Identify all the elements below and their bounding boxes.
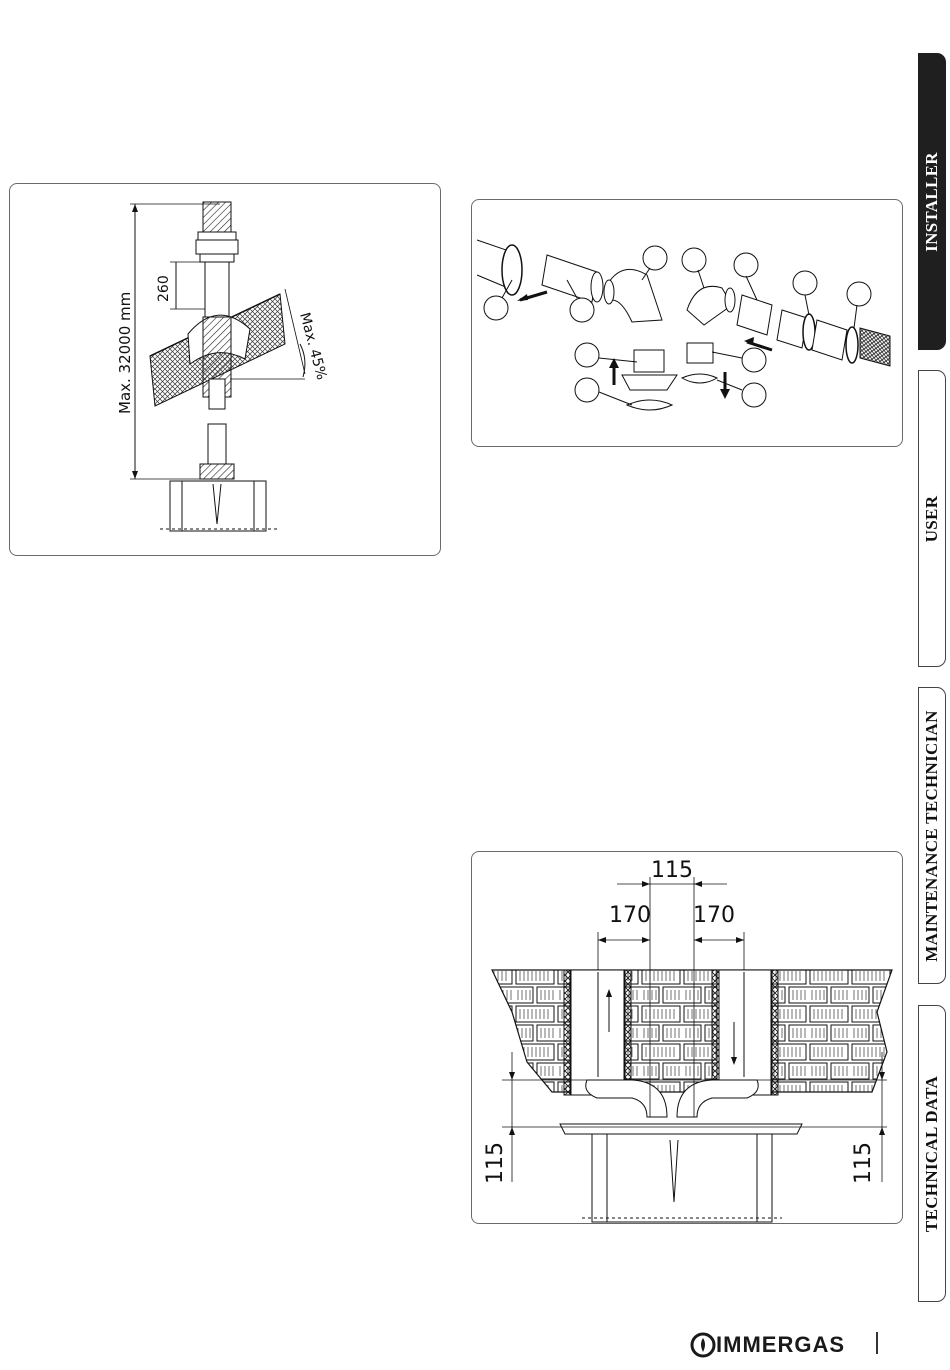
tab-user-label: USER	[922, 495, 942, 542]
tab-technical-data[interactable]: TECHNICAL DATA	[918, 1005, 946, 1302]
vertical-flue-drawing: Max. 32000 mm 260 Max. 45%	[10, 184, 441, 556]
tab-maintenance-technician-label: MAINTENANCE TECHNICIAN	[922, 710, 942, 961]
tab-installer-label: INSTALLER	[922, 152, 942, 252]
offset-label: 260	[156, 275, 172, 302]
tab-maintenance-technician[interactable]: MAINTENANCE TECHNICIAN	[918, 687, 946, 984]
top-dimension: 115	[651, 858, 693, 883]
separator-kit-drawing	[472, 200, 903, 447]
right-side-dimension: 115	[851, 1142, 876, 1184]
figure-vertical-flue: Max. 32000 mm 260 Max. 45%	[9, 183, 441, 556]
brand-name: IMMERGAS	[716, 1332, 845, 1358]
brand-flame-icon	[690, 1332, 716, 1358]
left-side-dimension: 115	[483, 1142, 508, 1184]
separator-dimensions-drawing: 115 170 170 115 115	[472, 852, 903, 1224]
left-dimension: 170	[609, 903, 651, 928]
tab-technical-data-label: TECHNICAL DATA	[922, 1075, 942, 1231]
max-length-label: Max. 32000 mm	[116, 292, 134, 414]
figure-separator-dimensions: 115 170 170 115 115	[471, 851, 903, 1224]
footer-divider	[876, 1332, 878, 1354]
tab-user[interactable]: USER	[918, 370, 946, 667]
figure-separator-kit	[471, 199, 903, 447]
brand-logo: IMMERGAS	[690, 1330, 845, 1360]
right-dimension: 170	[693, 903, 735, 928]
tab-installer[interactable]: INSTALLER	[918, 53, 946, 350]
